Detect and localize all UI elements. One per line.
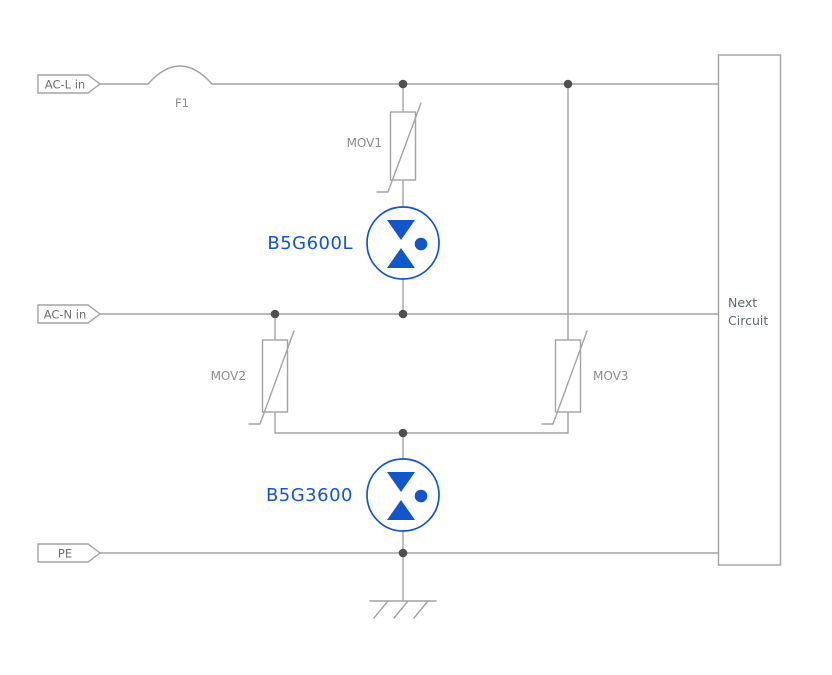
ground-hatch <box>413 600 429 619</box>
gdt-gas-dot-icon <box>414 489 428 503</box>
varistor-body <box>554 339 582 413</box>
terminal-ac-l: AC-L in <box>37 74 102 94</box>
junction-dot <box>398 548 408 558</box>
junction-dot <box>270 309 280 319</box>
next-circuit-rect <box>717 54 782 566</box>
varistor-diagonal <box>541 330 588 425</box>
varistor-mov3-symbol: MOV3 <box>541 330 628 425</box>
ground-icon <box>369 600 437 619</box>
junction-dot <box>398 428 408 438</box>
junction-dots <box>270 79 573 558</box>
varistor-mov1-symbol: MOV1 <box>347 102 422 193</box>
ground-hatch <box>373 600 389 619</box>
gdt-b5g600l-symbol: B5G600L <box>267 206 440 280</box>
junction-dot <box>398 79 408 89</box>
terminal-tag-shape <box>37 304 102 324</box>
gdt-gas-dot-icon <box>414 237 428 251</box>
gdt-circle <box>366 458 440 532</box>
ground-hatch <box>393 600 409 619</box>
gdt-triangle-up-icon <box>387 248 415 268</box>
mov2-label: MOV2 <box>211 369 246 383</box>
gdt2-part-number: B5G3600 <box>266 485 353 506</box>
next-circuit-label-line2: Circuit <box>728 313 768 328</box>
terminal-ac-n-label: AC-N in <box>44 308 87 322</box>
varistor-body <box>261 339 289 413</box>
next-circuit-label-line1: Next <box>728 295 757 310</box>
fuse-f1-label: F1 <box>175 96 189 110</box>
junction-dot <box>398 309 408 319</box>
terminal-ac-l-label: AC-L in <box>45 78 85 92</box>
varistor-diagonal <box>376 102 422 193</box>
gdt-triangle-down-icon <box>387 472 415 492</box>
varistor-diagonal <box>248 330 295 425</box>
mov1-label: MOV1 <box>347 136 382 150</box>
varistor-body <box>389 111 417 181</box>
mov3-label: MOV3 <box>593 369 628 383</box>
terminal-tag-shape <box>37 74 102 94</box>
terminal-pe: PE <box>37 543 102 563</box>
gdt-triangle-up-icon <box>387 500 415 520</box>
junction-dot <box>563 79 573 89</box>
terminal-tag-shape <box>37 543 102 563</box>
gdt-b5g3600-symbol: B5G3600 <box>266 458 440 532</box>
varistor-mov2-symbol: MOV2 <box>211 330 295 425</box>
fuse-f1-symbol: F1 <box>147 65 213 110</box>
gdt1-part-number: B5G600L <box>267 233 353 254</box>
next-circuit-box: Next Circuit <box>717 54 782 566</box>
wires <box>99 83 719 602</box>
gdt-circle <box>366 206 440 280</box>
terminal-ac-n: AC-N in <box>37 304 102 324</box>
terminal-pe-label: PE <box>58 547 72 561</box>
fuse-arc <box>147 65 213 85</box>
gdt-triangle-down-icon <box>387 220 415 240</box>
